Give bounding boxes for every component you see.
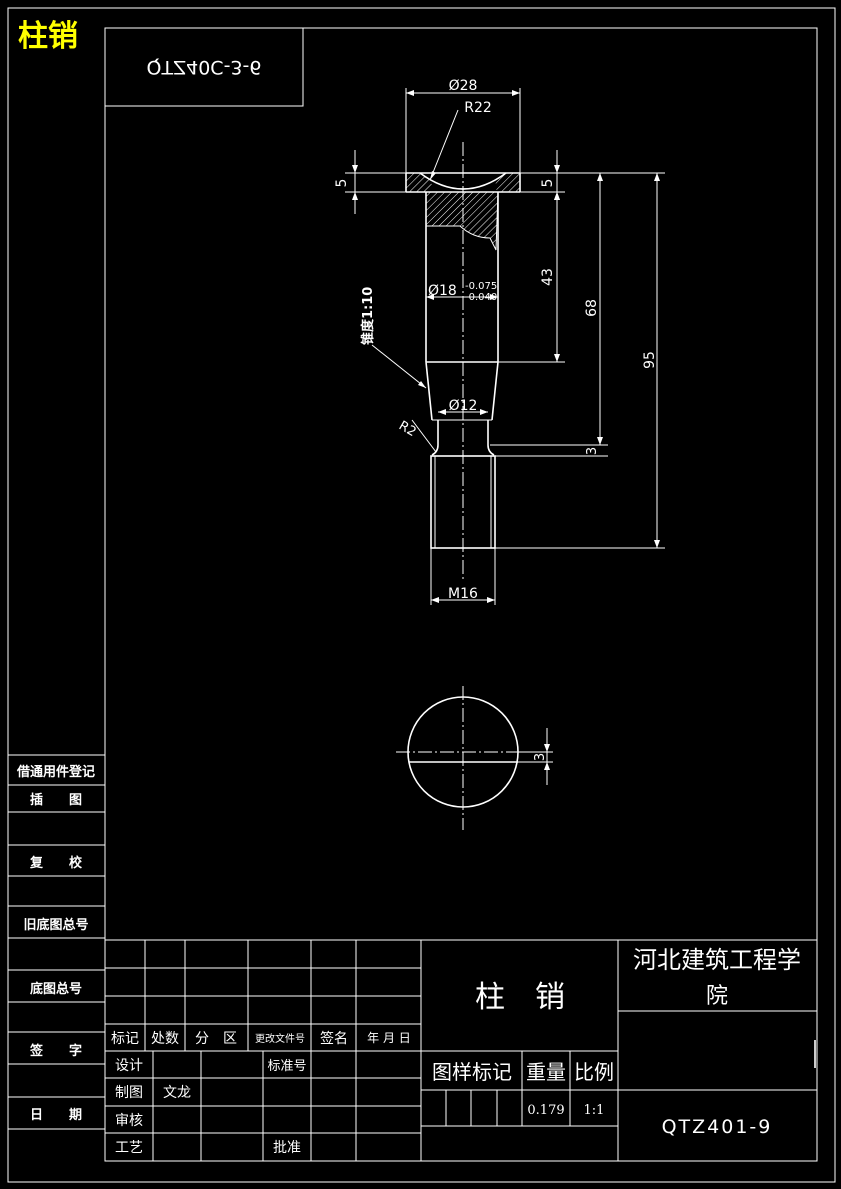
dim-len-68: 68 (584, 299, 600, 317)
dim-neck-diameter: Ø12 (449, 398, 478, 414)
rev-col-zone: 分 区 (195, 1031, 237, 1047)
dim-thread: M16 (448, 586, 478, 602)
dim-top-radius: R22 (464, 100, 492, 116)
stamp-label-figure: 插 图 (30, 792, 82, 808)
inner-border (104, 27, 818, 1162)
label-standard: 标准号 (267, 1059, 306, 1074)
label-weight: 重量 (526, 1060, 566, 1084)
dim-shank-tol-upper: -0.075 (465, 281, 497, 292)
label-design: 设计 (115, 1058, 143, 1074)
rev-col-count: 处数 (151, 1031, 179, 1047)
scale-value: 1:1 (584, 1103, 605, 1118)
label-scale: 比例 (574, 1060, 614, 1084)
stamp-label-base: 底图总号 (30, 981, 82, 997)
institution-line2: 院 (706, 984, 728, 1009)
label-sample-mark: 图样标记 (432, 1060, 512, 1084)
left-stamp-column: 借通用件登记 插 图 复 校 旧底图总号 底图总号 签 字 日 期 (8, 754, 105, 1130)
rev-col-date: 年 月 日 (367, 1031, 411, 1045)
label-process: 工艺 (115, 1140, 143, 1156)
part-name: 柱 销 (475, 980, 565, 1015)
mirrored-drawing-code: QTZ40C-3-6 (147, 56, 262, 78)
thread-section (430, 455, 496, 549)
stamp-label-recheck: 复 校 (29, 855, 83, 871)
dim-len-43: 43 (540, 268, 556, 286)
dim-top-step-right: 5 (540, 179, 556, 188)
title-block: 标记 处数 分 区 更改文件号 签名 年 月 日 设计 标准号 制图 文龙 审核… (105, 939, 817, 1161)
dim-shank-diameter: Ø18 (428, 283, 457, 299)
taper-note: 锥度1:10 (360, 287, 376, 345)
institution-line1: 河北建筑工程学 (633, 946, 801, 974)
label-check: 审核 (115, 1113, 143, 1129)
dim-top-step-left: 5 (334, 179, 350, 188)
weight-value: 0.179 (527, 1103, 564, 1118)
part-end-view: 3 (396, 686, 553, 830)
stamp-label-sign: 签 字 (29, 1043, 82, 1059)
part-front-view: Ø28 R22 5 5 Ø18 -0.075 -0.040 43 (334, 78, 665, 605)
rev-col-sign: 签名 (320, 1030, 348, 1047)
drawing-number: QTZ401-9 (662, 1116, 773, 1138)
rev-col-mark: 标记 (111, 1031, 139, 1047)
drafter-name: 文龙 (163, 1085, 191, 1101)
dim-shank-tol-lower: -0.040 (465, 292, 497, 303)
dim-end-flat: 3 (533, 753, 548, 761)
stamp-label-old-base: 旧底图总号 (23, 917, 88, 933)
corner-title: 柱销 (18, 19, 78, 54)
stamp-label-borrow: 借通用件登记 (16, 764, 95, 780)
dim-neck-radius: R2 (396, 418, 418, 440)
code-box (104, 27, 304, 107)
label-approve: 批准 (273, 1140, 301, 1156)
label-draw: 制图 (115, 1085, 143, 1101)
dim-len-95: 95 (642, 351, 658, 369)
stamp-label-date: 日 期 (30, 1108, 82, 1123)
dim-top-diameter: Ø28 (449, 78, 478, 94)
rev-col-doc: 更改文件号 (255, 1032, 305, 1045)
hatched-section (425, 191, 499, 251)
outer-border (7, 7, 836, 1183)
top-recess-arc (419, 172, 507, 190)
dim-groove-len: 3 (585, 447, 600, 455)
